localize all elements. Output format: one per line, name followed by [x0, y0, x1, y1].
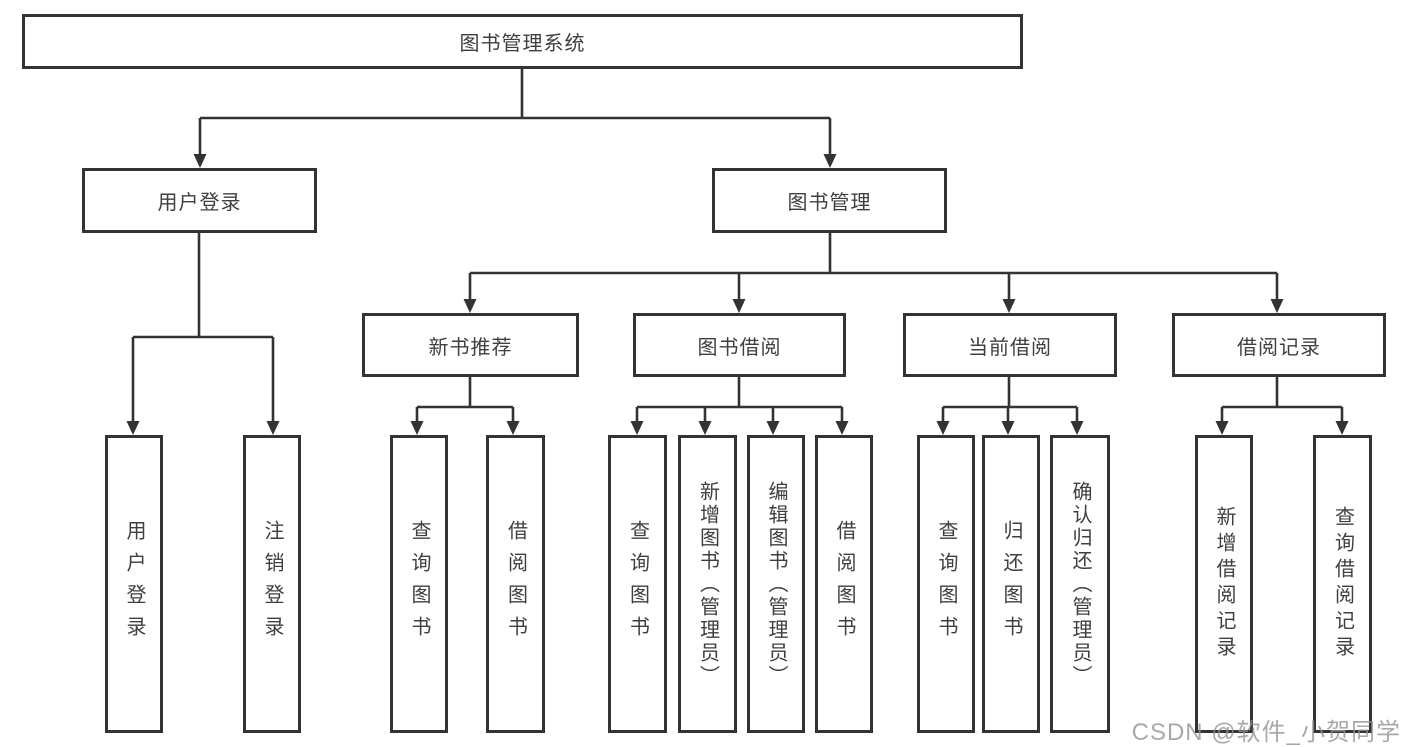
- leaf-rec-query-books: 查询图书: [390, 435, 448, 733]
- leaf-bb-query-books: 查询图书: [608, 435, 667, 733]
- edge-user-login-to-leaves: [131, 233, 275, 423]
- leaf-rec-borrow-books: 借阅图书: [486, 435, 545, 733]
- edge-root-to-level2: [198, 69, 832, 156]
- leaf-user-login: 用户登录: [105, 435, 163, 733]
- edge-book-mgmt-to-level3: [468, 233, 1279, 301]
- node-book-management: 图书管理: [712, 168, 947, 233]
- node-book-borrowing: 图书借阅: [633, 313, 846, 377]
- node-root-system: 图书管理系统: [22, 14, 1023, 69]
- node-new-book-recommendation: 新书推荐: [362, 313, 579, 377]
- leaf-logout: 注销登录: [243, 435, 301, 733]
- edge-book-borrow-to-leaves: [635, 377, 844, 423]
- leaf-br-add-record: 新增借阅记录: [1195, 435, 1253, 733]
- node-current-borrowing: 当前借阅: [903, 313, 1117, 377]
- edge-borrow-records-to-leaves: [1220, 377, 1344, 423]
- node-borrowing-records: 借阅记录: [1172, 313, 1386, 377]
- leaf-cb-query-books: 查询图书: [917, 435, 975, 733]
- edge-new-book-rec-to-leaves: [415, 377, 515, 423]
- leaf-bb-edit-books-admin: 编辑图书（管理员）: [747, 435, 805, 733]
- edge-current-borrow-to-leaves: [941, 377, 1079, 423]
- leaf-br-query-record: 查询借阅记录: [1313, 435, 1372, 733]
- leaf-cb-confirm-return-admin: 确认归还（管理员）: [1050, 435, 1110, 733]
- leaf-cb-return-books: 归还图书: [982, 435, 1040, 733]
- arrowheads: [126, 154, 1349, 435]
- csdn-watermark: CSDN @软件_小贺同学: [1131, 719, 1401, 746]
- node-user-login: 用户登录: [82, 168, 317, 233]
- leaf-bb-borrow-books: 借阅图书: [815, 435, 873, 733]
- leaf-bb-add-books-admin: 新增图书（管理员）: [678, 435, 737, 733]
